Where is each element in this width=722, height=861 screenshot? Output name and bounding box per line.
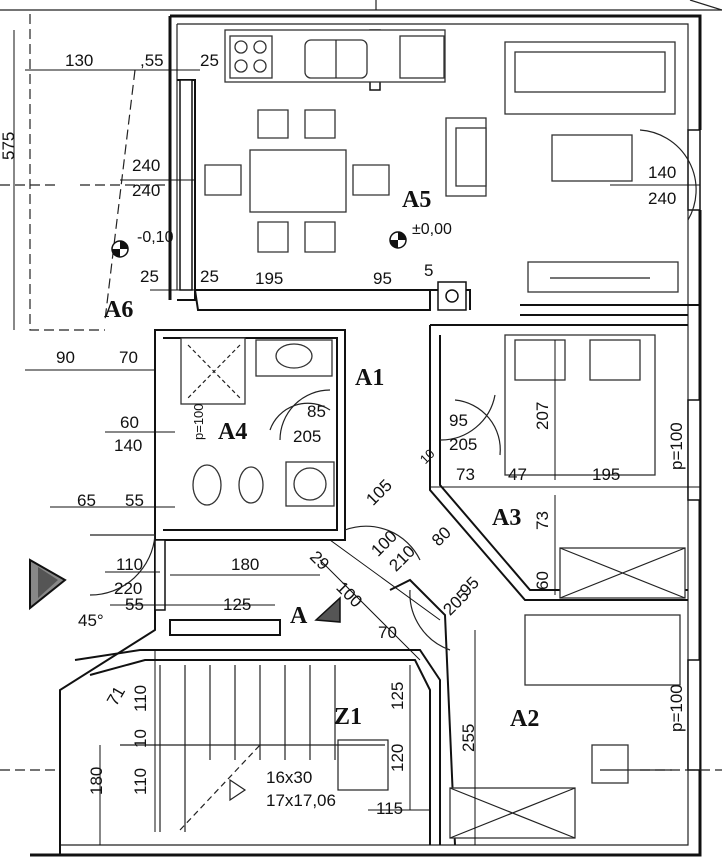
dim-label: 5 <box>424 261 434 280</box>
dim-label: 65 <box>77 491 96 510</box>
room-label-a2: A2 <box>510 706 540 732</box>
dim-label: 130 <box>65 51 94 70</box>
dim-label: 73 <box>456 465 475 484</box>
dim-label: 240 <box>132 181 161 200</box>
dim-label: 110 <box>131 767 150 795</box>
dim-label: 25 <box>140 267 159 286</box>
room-label-a6: A6 <box>104 297 134 323</box>
dim-label: 205 <box>293 427 322 446</box>
dim-label: 10 <box>131 729 150 748</box>
dim-label: 95 <box>449 411 468 430</box>
dim-label: 47 <box>508 465 527 484</box>
dim-label: 16x30 <box>266 768 313 787</box>
dim-label: 240 <box>132 156 161 175</box>
dim-label: 115 <box>376 799 404 818</box>
dim-label: 60 <box>533 571 552 590</box>
dim-label: 70 <box>378 623 397 642</box>
dim-label: 55 <box>125 595 144 614</box>
room-label-a1: A1 <box>355 365 385 391</box>
dim-label: 140 <box>648 163 677 182</box>
dim-label: 85 <box>307 402 326 421</box>
dim-label: 205 <box>449 435 478 454</box>
dim-label: p=100 <box>667 422 686 470</box>
dim-label: ,55 <box>140 51 164 70</box>
dim-label: 110 <box>131 684 150 712</box>
section-label-a: A <box>290 603 308 629</box>
dim-label: 180 <box>87 766 106 795</box>
dim-label: 240 <box>648 189 677 208</box>
level-markers <box>111 231 467 311</box>
dim-label: 90 <box>56 348 75 367</box>
level-label-a5: ±0,00 <box>412 221 452 238</box>
bedroom-a3-furniture <box>439 334 686 599</box>
dim-label: 140 <box>114 436 143 455</box>
dim-label: 55 <box>125 491 144 510</box>
kitchen-counter <box>224 29 446 83</box>
living-furniture <box>445 41 697 293</box>
dim-label: 70 <box>119 348 138 367</box>
balcony-a6-outline <box>0 14 170 331</box>
dim-label: 45° <box>78 611 104 630</box>
dim-label: 17x17,06 <box>266 791 336 810</box>
dim-label: 60 <box>120 413 139 432</box>
dim-label: 255 <box>459 723 478 752</box>
dim-label: 95 <box>373 269 392 288</box>
staircase-z1 <box>120 665 389 832</box>
dim-label: 73 <box>533 511 552 530</box>
dim-label: 207 <box>533 401 552 430</box>
dim-label: 195 <box>592 465 621 484</box>
dim-label: p=100 <box>667 684 686 732</box>
bedroom-a2-furniture <box>409 589 681 839</box>
dim-label: 125 <box>223 595 252 614</box>
dim-label: 575 <box>0 131 18 160</box>
dining-set <box>204 109 390 253</box>
room-label-a5: A5 <box>402 187 432 213</box>
dim-label: 110 <box>116 555 144 574</box>
dim-label: 180 <box>231 555 260 574</box>
room-label-a4: A4 <box>218 419 248 445</box>
dim-label: 220 <box>114 579 143 598</box>
dim-label: 120 <box>388 743 407 772</box>
dim-label: 25 <box>200 267 219 286</box>
level-label-a6: -0,10 <box>137 229 174 246</box>
hall-door-swings <box>89 399 501 596</box>
dim-label: p=100 <box>191 403 206 440</box>
room-label-a3: A3 <box>492 505 522 531</box>
dim-label: 25 <box>200 51 219 70</box>
dim-label: 125 <box>388 681 407 710</box>
room-label-z1: Z1 <box>334 704 363 730</box>
section-arrow-icon <box>29 558 341 623</box>
bathroom-fixtures <box>180 337 335 507</box>
dimension-lines <box>25 69 700 845</box>
dim-label: 195 <box>255 269 284 288</box>
